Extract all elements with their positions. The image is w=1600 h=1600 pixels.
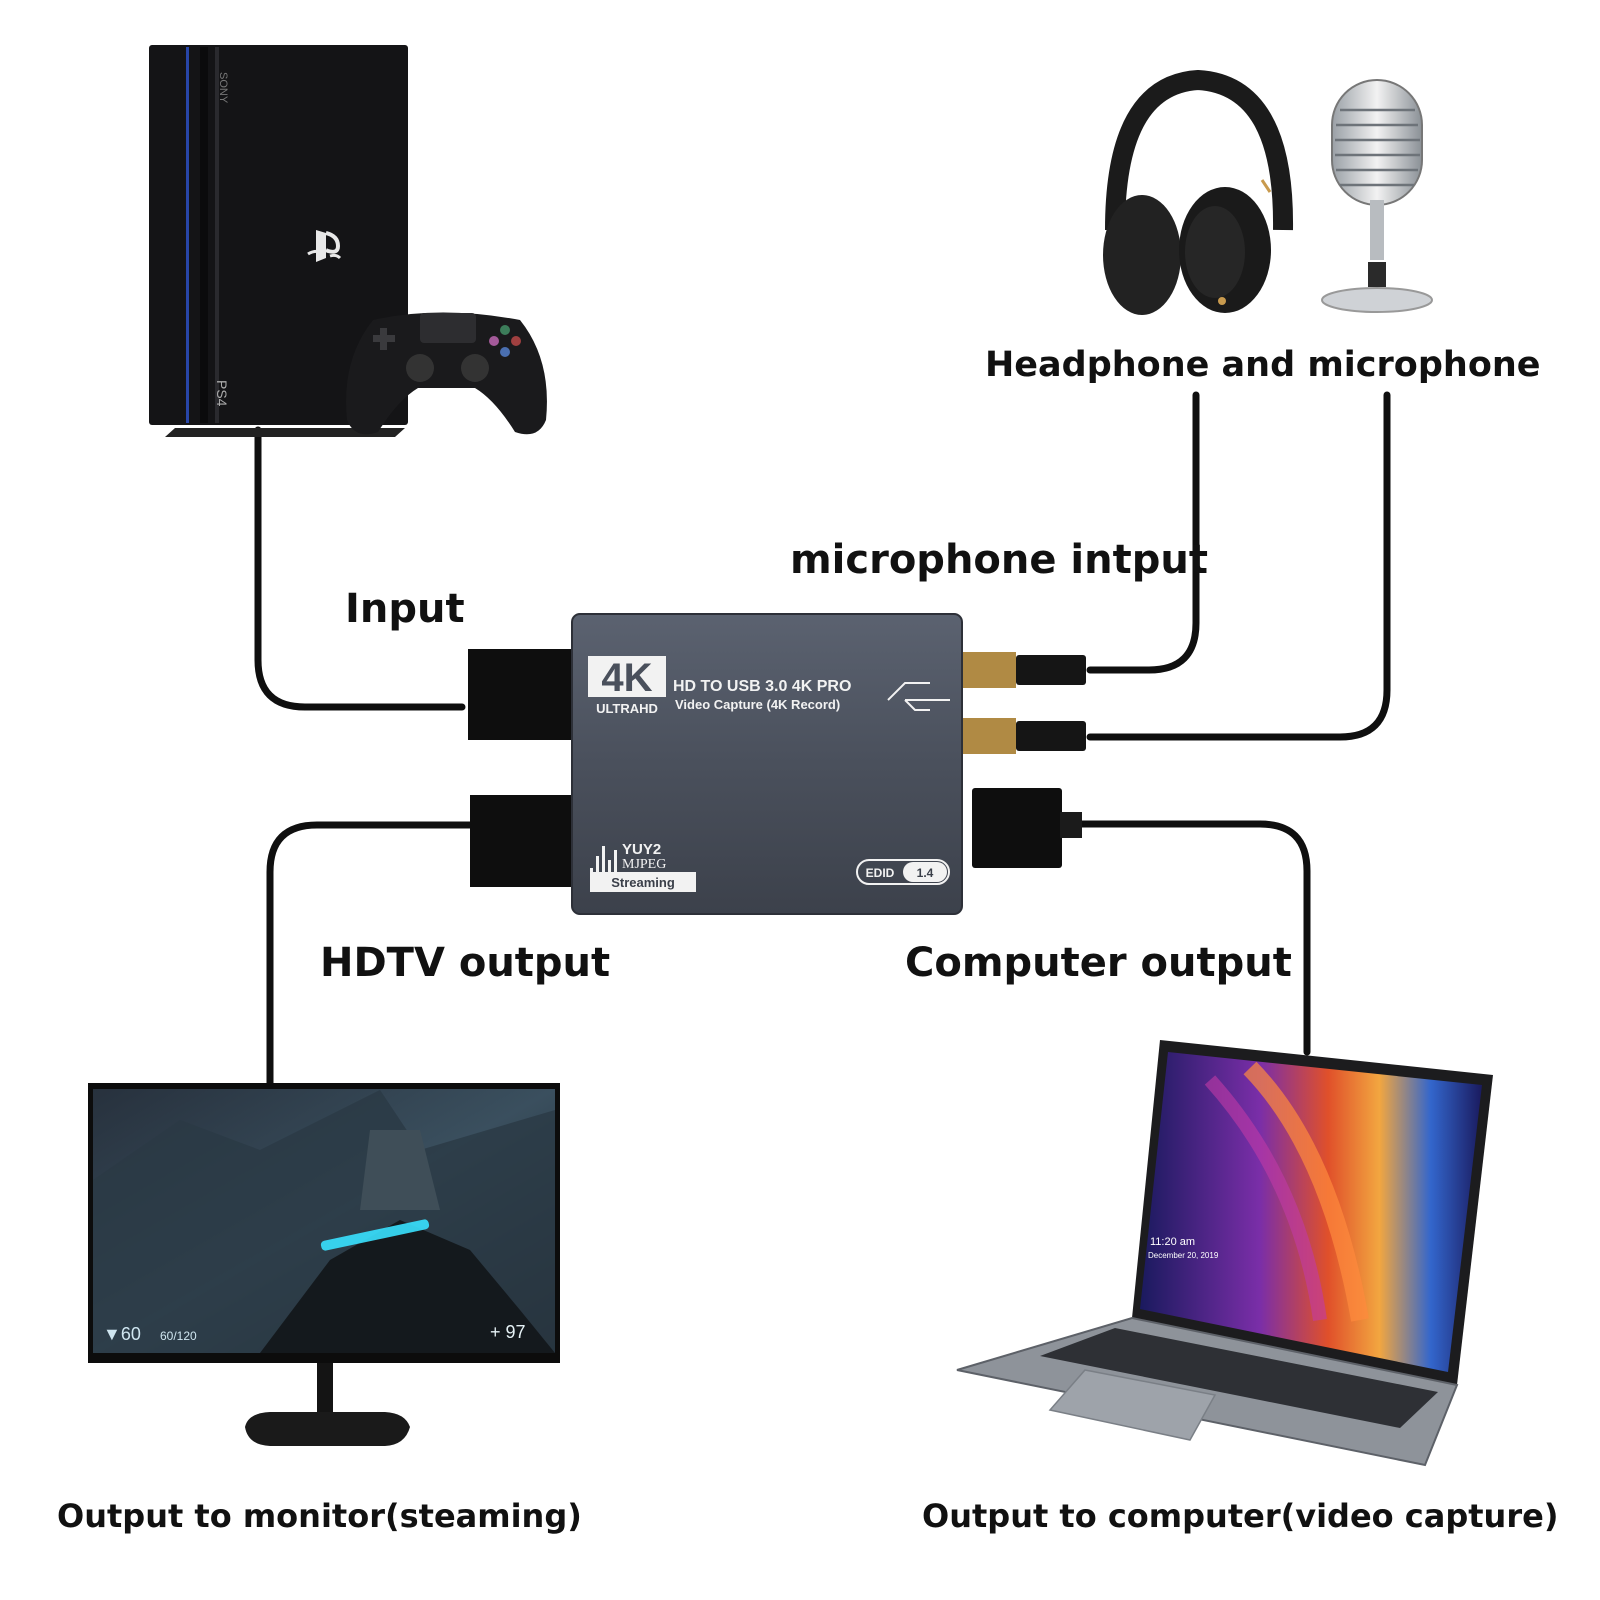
caption-computer: Output to computer(video capture) (922, 1497, 1559, 1535)
audio-jack-microphone (962, 718, 1086, 754)
usb-arrow-icon (887, 682, 950, 711)
console-model: PS4 (214, 380, 230, 407)
console-to-input-cable (254, 426, 466, 711)
cables (254, 391, 1391, 1087)
audio-jack-headphone (962, 652, 1086, 688)
hdmi-input-plug (468, 649, 572, 740)
hud-health: ▼60 (103, 1324, 141, 1344)
device-line-2: Video Capture (4K Record) (675, 697, 840, 712)
capture-device: 4K ULTRAHD HD TO USB 3.0 4K PRO Video Ca… (468, 613, 1086, 915)
device-line-1: HD TO USB 3.0 4K PRO (673, 678, 851, 695)
laptop-date: December 20, 2019 (1148, 1251, 1219, 1260)
monitor: ▼60 60/120 + 97 (88, 1083, 560, 1446)
device-format-2: MJPEG (622, 857, 666, 872)
hud-ammo: 60/120 (160, 1329, 197, 1343)
headphone-cable (1086, 391, 1200, 674)
device-badge-sub: ULTRAHD (596, 701, 658, 716)
microphone-icon (1321, 79, 1433, 313)
laptop: 11:20 am December 20, 2019 (956, 1040, 1493, 1467)
laptop-time: 11:20 am (1150, 1236, 1195, 1248)
playstation-logo-icon (307, 230, 342, 262)
device-streaming: Streaming (611, 875, 675, 890)
usb-output-plug (972, 788, 1082, 868)
hdtv-output-cable (266, 821, 474, 1087)
computer-output-cable (1061, 820, 1311, 1056)
uhd-badge (588, 656, 666, 697)
microphone-cable (1086, 391, 1391, 741)
label-microphone-input: microphone intput (790, 537, 1208, 583)
label-headphone-microphone: Headphone and microphone (985, 345, 1541, 385)
ps4-console: SONY PS4 (149, 45, 408, 437)
label-computer-output: Computer output (905, 940, 1292, 986)
game-controller-icon (346, 312, 547, 435)
console-brand: SONY (217, 72, 229, 104)
headphones-icon (1103, 69, 1294, 315)
device-edid-version: 1.4 (917, 866, 934, 880)
hud-score: + 97 (490, 1322, 526, 1342)
device-format-1: YUY2 (622, 841, 661, 858)
hdmi-output-plug (470, 795, 574, 887)
capture-device-body (571, 613, 963, 915)
device-badge-text: 4K (601, 656, 652, 700)
label-input: Input (345, 586, 465, 632)
device-edid-label: EDID (866, 866, 895, 880)
label-hdtv-output: HDTV output (320, 940, 611, 986)
caption-monitor: Output to monitor(steaming) (57, 1497, 582, 1535)
